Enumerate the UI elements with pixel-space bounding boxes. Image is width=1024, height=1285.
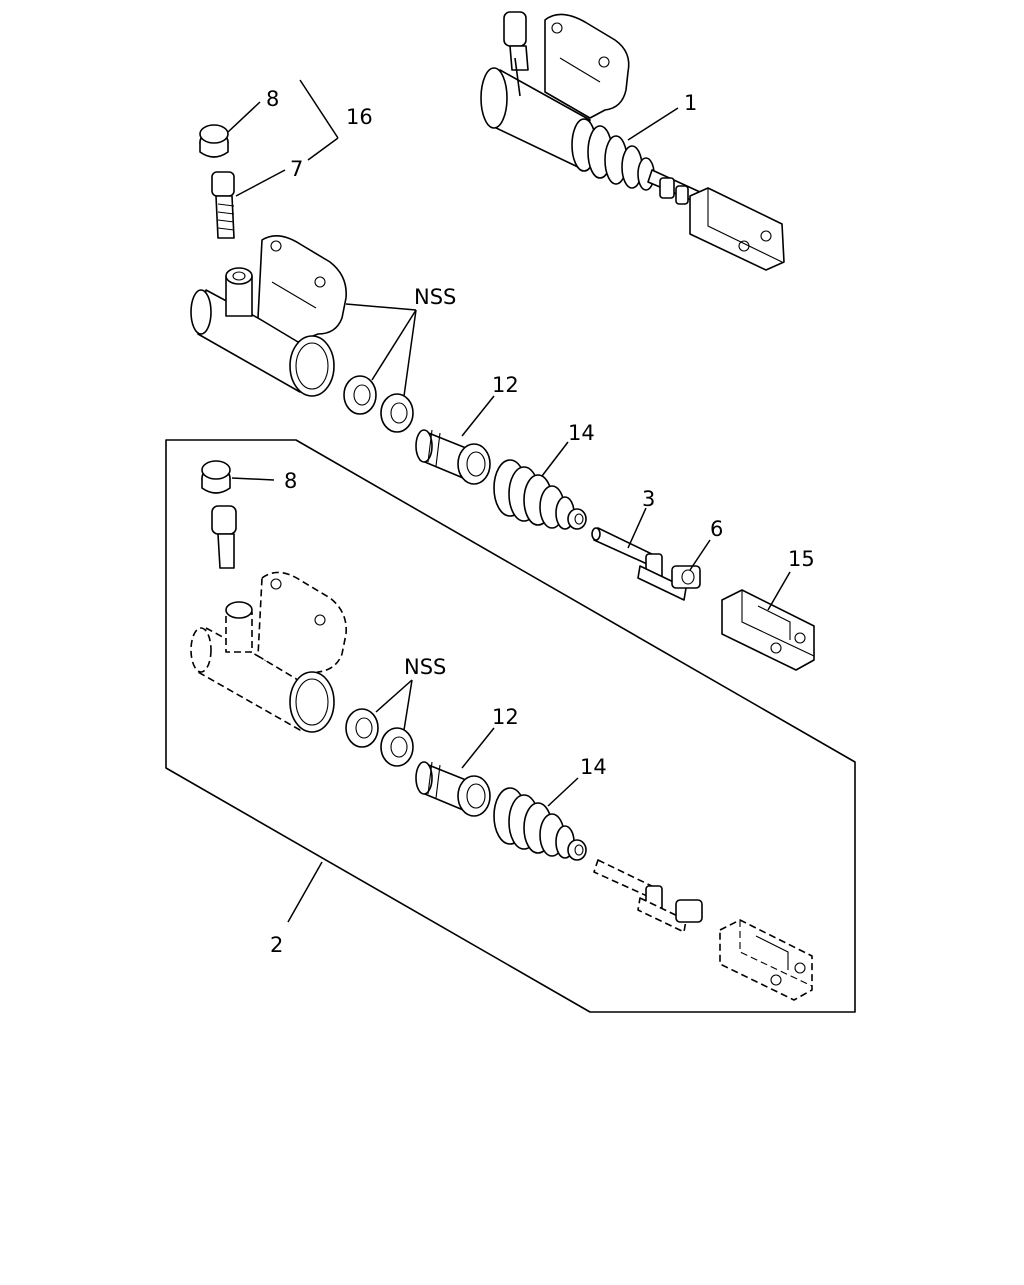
push-rod-kit-phantom [593,859,703,933]
label-6: 6 [710,517,723,541]
label-12-top: 12 [492,373,519,397]
part-3-push-rod [591,527,687,601]
cylinder-body-exploded [190,235,347,397]
label-8-kit: 8 [284,469,297,493]
label-nss-kit: NSS [404,655,446,679]
label-12-kit: 12 [492,705,519,729]
part-8-cap-top [199,124,229,158]
kit-2-outline [165,439,856,1013]
label-2: 2 [270,933,283,957]
label-nss-top: NSS [414,285,456,309]
part-15-clevis [721,589,815,671]
clevis-kit-phantom [719,919,813,1001]
part-14-boot-kit [493,787,587,861]
label-7: 7 [290,157,303,181]
label-14-kit: 14 [580,755,607,779]
label-14-top: 14 [568,421,595,445]
part-1-assembled-cylinder [480,11,785,271]
seal-nss-kit [345,708,414,767]
label-15: 15 [788,547,815,571]
label-16: 16 [346,105,373,129]
label-3: 3 [642,487,655,511]
leader-lines [227,79,791,923]
part-8-cap-kit [201,460,231,494]
callout-labels: 1 8 16 7 NSS 12 14 3 6 15 8 NSS 12 14 2 [266,87,815,957]
seal-nss-upper [343,375,414,433]
label-1: 1 [684,91,697,115]
part-6-lock-nut [671,565,701,589]
part-7-bleeder-screw [211,171,235,239]
bleeder-screw-kit [211,505,237,569]
part-14-boot-upper [493,459,587,530]
cylinder-body-kit-phantom [190,571,347,733]
part-12-piston-upper [415,429,491,485]
label-8-top: 8 [266,87,279,111]
part-12-piston-kit [415,761,491,817]
